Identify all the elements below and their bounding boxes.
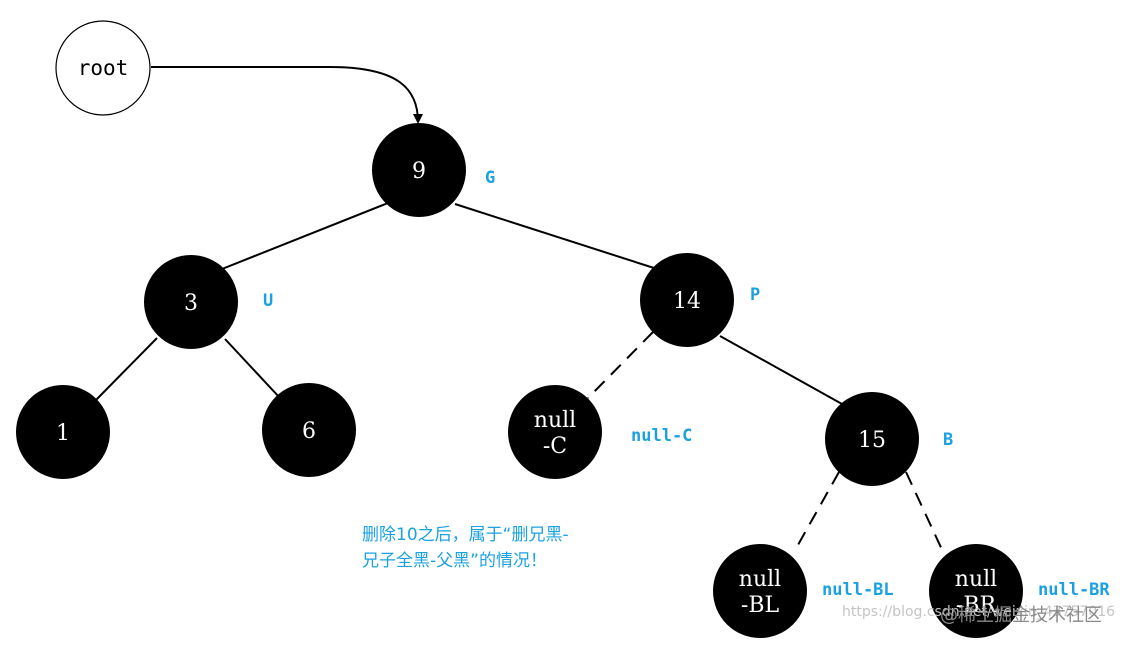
- node-circle: [508, 385, 602, 479]
- role-label-p: P: [750, 285, 760, 305]
- node-label: -BL: [741, 593, 780, 618]
- role-label-b: B: [943, 430, 953, 450]
- edge-15-nullbr: [905, 471, 945, 555]
- role-label-null-br: null-BR: [1038, 580, 1110, 600]
- node-label: null: [739, 567, 781, 592]
- node-label: 1: [56, 421, 70, 446]
- tree-node-6: 6: [262, 383, 356, 477]
- node-label: -BR: [956, 593, 998, 618]
- role-label-null-bl: null-BL: [822, 580, 894, 600]
- root-node: root: [55, 20, 151, 116]
- case-note: 删除10之后，属于“删兄黑- 兄子全黑-父黑”的情况！: [362, 522, 569, 574]
- tree-node-15: 15: [825, 392, 919, 486]
- watermark-url: https://blog.csdn.net/weixin_43757016: [842, 604, 1116, 620]
- role-label-g: G: [485, 168, 495, 188]
- node-label: 9: [412, 159, 426, 184]
- case-note-line-1: 删除10之后，属于“删兄黑-: [362, 525, 569, 545]
- node-circle: [144, 255, 238, 349]
- edge-14-nullc: [587, 331, 654, 399]
- node-label: null: [534, 408, 576, 433]
- root-circle: [55, 20, 151, 116]
- node-label: 15: [858, 428, 886, 453]
- node-label: 3: [184, 291, 198, 316]
- role-label-null-c: null-C: [631, 426, 692, 446]
- tree-node-c: null-C: [508, 385, 602, 479]
- root-pointer-arrow: [151, 66, 423, 124]
- tree-node-1: 1: [16, 385, 110, 479]
- node-circle: [16, 385, 110, 479]
- edge-15-nullbl: [793, 471, 840, 553]
- node-label: 6: [302, 419, 316, 444]
- node-label: 14: [673, 289, 701, 314]
- node-circle: [262, 383, 356, 477]
- role-labels: G U P B null-C null-BL null-BR: [263, 168, 1110, 600]
- node-circle: [372, 123, 466, 217]
- case-note-line-2: 兄子全黑-父黑”的情况！: [362, 551, 547, 571]
- root-label: root: [78, 56, 129, 80]
- tree-node-3: 3: [144, 255, 238, 349]
- node-label: -C: [543, 434, 567, 459]
- node-circle: [929, 544, 1023, 638]
- watermark-site: @稀土掘金技术社区: [940, 605, 1102, 626]
- tree-node-bl: null-BL: [713, 544, 807, 638]
- node-label: null: [955, 567, 997, 592]
- node-circle: [640, 253, 734, 347]
- edge-14-15: [719, 335, 843, 405]
- tree-node-9: 9: [372, 123, 466, 217]
- edge-9-14: [454, 203, 655, 269]
- node-circle: [713, 544, 807, 638]
- tree-node-14: 14: [640, 253, 734, 347]
- tree-node-br: null-BR: [929, 544, 1023, 638]
- edge-3-1: [95, 337, 158, 401]
- edge-3-6: [224, 338, 281, 399]
- edge-9-3: [221, 202, 389, 270]
- role-label-u: U: [263, 291, 273, 311]
- tree-edges: [95, 202, 945, 555]
- node-circle: [825, 392, 919, 486]
